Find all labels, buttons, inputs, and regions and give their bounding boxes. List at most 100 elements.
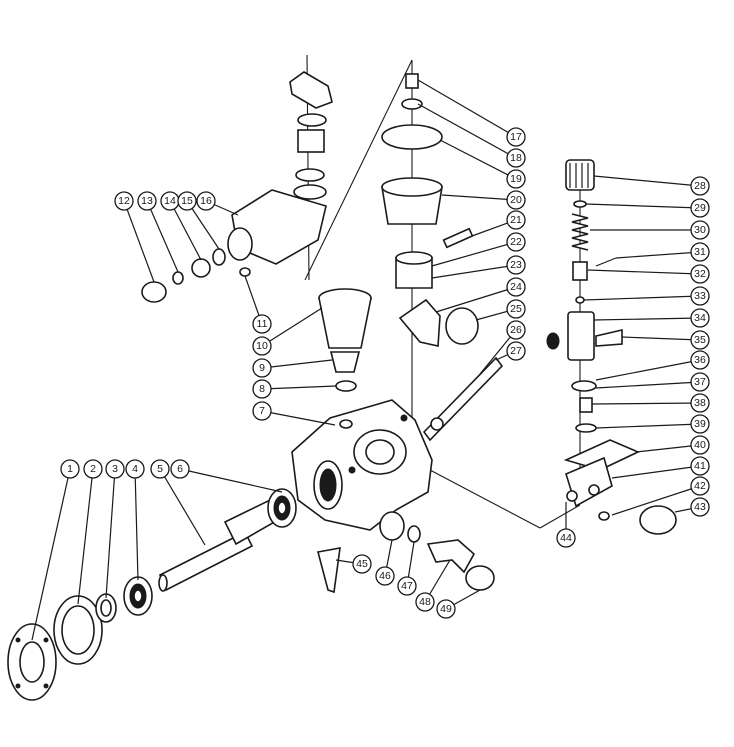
callout-10: 10 [252, 336, 272, 356]
callout-35: 35 [690, 330, 710, 350]
drive-shaft [158, 499, 280, 592]
callout-46: 46 [375, 566, 395, 586]
leader-line-2 [77, 468, 94, 605]
callout-circle [690, 286, 710, 306]
callout-number: 31 [694, 246, 706, 258]
callout-circle [506, 148, 526, 168]
callout-circle [506, 255, 526, 275]
leader-line-4 [134, 468, 139, 581]
callout-48: 48 [415, 592, 435, 612]
callout-29: 29 [690, 198, 710, 218]
leader-line-23 [431, 264, 517, 279]
leader-line-40 [635, 444, 701, 453]
callout-circle [105, 459, 125, 479]
callout-number: 20 [510, 194, 522, 206]
leader-line-38 [591, 402, 701, 405]
callout-number: 36 [694, 354, 706, 366]
callout-circle [690, 414, 710, 434]
valve-cover [289, 71, 333, 200]
piston-stack [381, 73, 504, 442]
callout-circle [690, 198, 710, 218]
callout-circle [506, 169, 526, 189]
callout-number: 29 [694, 202, 706, 214]
callout-number: 21 [510, 214, 522, 226]
callout-5: 5 [150, 459, 170, 479]
leader-line-18 [417, 103, 517, 159]
leader-line-39 [595, 423, 701, 429]
flange-gasket [53, 595, 103, 665]
callout-number: 14 [164, 195, 176, 207]
leader-line-33 [583, 295, 701, 301]
callout-number: 10 [256, 340, 268, 352]
callout-33: 33 [690, 286, 710, 306]
callout-circle [415, 592, 435, 612]
callout-circle [177, 191, 197, 211]
callout-circle [436, 599, 456, 619]
callout-circle [690, 456, 710, 476]
leader-line-32 [587, 269, 701, 275]
callout-circle [506, 320, 526, 340]
leader-line-34 [593, 317, 701, 321]
callout-number: 41 [694, 460, 706, 472]
callout-number: 16 [200, 195, 212, 207]
callout-number: 48 [419, 596, 431, 608]
callout-38: 38 [690, 393, 710, 413]
callout-number: 47 [401, 580, 413, 592]
callout-31: 31 [690, 242, 710, 262]
callout-number: 17 [510, 131, 522, 143]
callout-45: 45 [352, 554, 372, 574]
callout-49: 49 [436, 599, 456, 619]
callout-circle [60, 459, 80, 479]
callout-30: 30 [690, 220, 710, 240]
flange-cover [7, 623, 57, 701]
leader-line-37 [595, 381, 701, 389]
callout-2: 2 [83, 459, 103, 479]
callout-circle [690, 393, 710, 413]
callout-circle [506, 190, 526, 210]
callout-number: 49 [440, 603, 452, 615]
callout-44: 44 [556, 528, 576, 548]
outlet-fittings [317, 511, 495, 594]
callout-15: 15 [177, 191, 197, 211]
callout-number: 24 [510, 281, 522, 293]
callout-number: 6 [177, 463, 183, 475]
leader-line-12 [123, 200, 155, 283]
callout-circle [506, 210, 526, 230]
callout-number: 3 [112, 463, 118, 475]
callout-40: 40 [690, 435, 710, 455]
callout-circle [137, 191, 157, 211]
callout-number: 39 [694, 418, 706, 430]
leader-line-35 [621, 336, 701, 341]
callout-number: 30 [694, 224, 706, 236]
callout-18: 18 [506, 148, 526, 168]
leader-line-9 [261, 359, 333, 369]
callout-number: 8 [259, 383, 265, 395]
leader-line-31 [615, 251, 701, 259]
callout-9: 9 [252, 358, 272, 378]
callout-number: 34 [694, 312, 706, 324]
callout-12: 12 [114, 191, 134, 211]
callout-7: 7 [252, 401, 272, 421]
leader-line-6 [179, 468, 283, 493]
leader-line-28 [593, 175, 701, 187]
callout-34: 34 [690, 308, 710, 328]
callout-23: 23 [506, 255, 526, 275]
callout-circle [375, 566, 395, 586]
callout-number: 2 [90, 463, 96, 475]
callout-number: 19 [510, 173, 522, 185]
callout-circle [506, 277, 526, 297]
callout-number: 45 [356, 558, 368, 570]
callout-13: 13 [137, 191, 157, 211]
callout-circle [690, 476, 710, 496]
callout-circle [170, 459, 190, 479]
callout-number: 40 [694, 439, 706, 451]
leader-line-29 [585, 203, 701, 209]
callout-8: 8 [252, 379, 272, 399]
callout-circle [252, 401, 272, 421]
callout-number: 33 [694, 290, 706, 302]
callout-circle [83, 459, 103, 479]
callout-27: 27 [506, 341, 526, 361]
callout-number: 4 [132, 463, 138, 475]
